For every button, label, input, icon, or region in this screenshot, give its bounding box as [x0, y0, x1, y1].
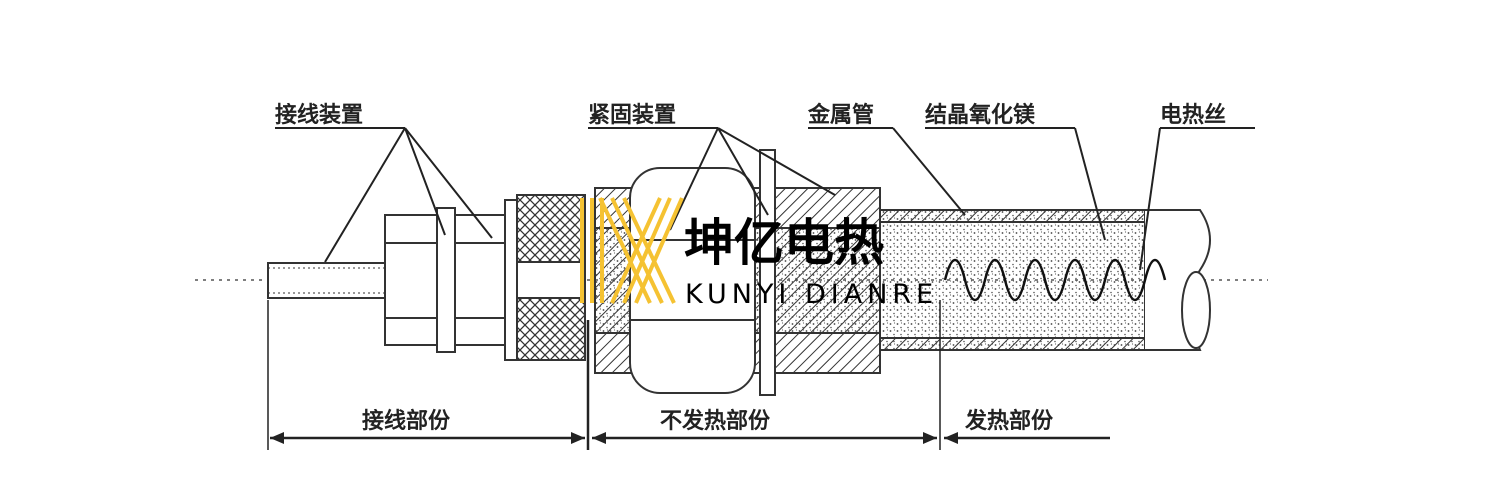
label-heating-part: 发热部份	[964, 408, 1054, 434]
label-terminal-part: 接线部份	[362, 408, 451, 434]
terminal-assembly	[267, 194, 586, 361]
dimension-lines	[267, 300, 1110, 450]
label-terminal-device: 接线装置	[275, 102, 363, 128]
logo-k-mark	[580, 197, 684, 304]
leader-lines	[275, 127, 1255, 271]
callout-labels: 接线装置 紧固装置 金属管 结晶氧化镁 电热丝	[275, 102, 1226, 128]
logo-name-cn: 坤亿电热	[684, 214, 884, 272]
fastening-assembly	[594, 149, 881, 396]
label-fastening-device: 紧固装置	[588, 103, 676, 128]
label-heating-wire: 电热丝	[1160, 102, 1226, 128]
kunyi-logo: 坤亿电热 KUNYI DIANRE	[580, 197, 938, 310]
label-crystalline-mgo: 结晶氧化镁	[925, 102, 1035, 128]
section-labels: 接线部份 不发热部份 发热部份	[362, 408, 1054, 434]
metal-tube	[879, 209, 1211, 351]
label-non-heating-part: 不发热部份	[660, 408, 771, 434]
heating-coil	[943, 258, 1167, 302]
logo-name-en: KUNYI DIANRE	[685, 279, 938, 310]
label-metal-tube: 金属管	[807, 102, 874, 128]
